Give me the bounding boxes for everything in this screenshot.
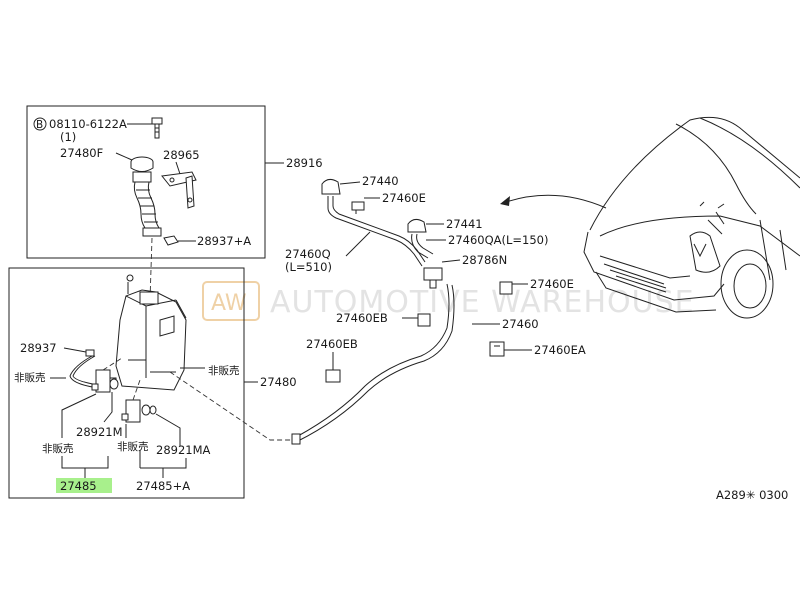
- label-27460: 27460: [502, 317, 539, 331]
- label-28921M: 28921M: [76, 425, 123, 439]
- nozzle-27440: [321, 178, 341, 195]
- dash-tank-to-hose: [169, 371, 298, 441]
- location-arrow: [500, 194, 607, 209]
- label-not-sold-3: 非販売: [42, 442, 74, 455]
- label-bolt-qty: (1): [60, 130, 76, 144]
- clip-28937A: [163, 235, 179, 246]
- svg-text:B: B: [36, 119, 43, 131]
- filler-cap: [130, 156, 154, 172]
- dash-filler-to-tank: [149, 237, 153, 301]
- label-27460EB-low: 27460EB: [306, 337, 358, 351]
- label-27460Q-length: (L=510): [285, 260, 332, 274]
- label-not-sold-2: 非販売: [208, 364, 240, 377]
- watermark-text: AUTOMOTIVE WAREHOUSE: [270, 285, 695, 320]
- label-not-sold-4: 非販売: [117, 440, 149, 453]
- leader-28786N: [441, 259, 461, 263]
- leader-pump-bracket-left: [61, 393, 97, 438]
- frame-filler-assembly: [26, 105, 266, 259]
- label-not-sold-1: 非販売: [14, 371, 46, 384]
- washer-tank: [115, 274, 187, 391]
- clip-27460E-top: [351, 201, 365, 214]
- highlight-27485: [56, 478, 112, 493]
- label-28937A: 28937+A: [197, 234, 251, 248]
- label-27485A: 27485+A: [136, 479, 190, 493]
- hose-27460: [291, 283, 455, 445]
- label-28921MA: 28921MA: [156, 443, 211, 457]
- watermark-logo-frame: [202, 281, 260, 321]
- grommet-1: [109, 378, 119, 390]
- label-27460E-mid: 27460E: [530, 277, 574, 291]
- label-28786N: 28786N: [462, 253, 507, 267]
- washer-pump-front: [91, 369, 117, 393]
- label-27480: 27480: [260, 375, 297, 389]
- label-27460EB-mid: 27460EB: [336, 311, 388, 325]
- clip-27460EB-low: [325, 369, 341, 383]
- clip-27460EA: [489, 341, 505, 357]
- label-27460Q: 27460Q: [285, 247, 331, 261]
- clip-27460E-mid: [499, 281, 513, 295]
- hose-27460QA: [411, 233, 434, 259]
- leader-28965: [175, 161, 181, 175]
- label-28916: 28916: [286, 156, 323, 170]
- group-27485A: [140, 458, 187, 469]
- car-front-view: [583, 116, 800, 319]
- leader-28921MA: [155, 413, 181, 446]
- frame-tank-assembly: [8, 267, 245, 499]
- bolt-badge: B: [33, 117, 47, 131]
- nozzle-27441: [407, 218, 427, 233]
- label-27460QA: 27460QA(L=150): [448, 233, 548, 247]
- label-27485[interactable]: 27485: [60, 479, 97, 493]
- pump-hose: [69, 355, 99, 389]
- leader-27460Q: [345, 231, 371, 257]
- clip-28937: [85, 349, 95, 357]
- label-27460E-top: 27460E: [382, 191, 426, 205]
- label-28965: 28965: [163, 148, 200, 162]
- leader-27480F: [115, 152, 133, 161]
- bolt-part: [151, 117, 163, 139]
- label-27480F: 27480F: [60, 146, 103, 160]
- clip-27460EB-mid: [417, 313, 431, 327]
- filler-neck: [132, 171, 162, 237]
- label-27441: 27441: [446, 217, 483, 231]
- watermark-logo: AW: [211, 291, 247, 316]
- label-27440: 27440: [362, 174, 399, 188]
- washer-pump-rear: [121, 399, 157, 423]
- joint-28786N: [423, 267, 443, 289]
- bracket-28965: [161, 171, 197, 209]
- diagram-code: A289✳ 0300: [716, 488, 788, 502]
- group-27485: [61, 456, 109, 469]
- label-bolt-code: 08110-6122A: [49, 117, 127, 131]
- label-28937: 28937: [20, 341, 57, 355]
- leader-28937: [63, 347, 87, 353]
- label-27460EA: 27460EA: [534, 343, 586, 357]
- watermark: AW AUTOMOTIVE WAREHOUSE: [202, 281, 695, 321]
- leader-27440: [339, 181, 361, 185]
